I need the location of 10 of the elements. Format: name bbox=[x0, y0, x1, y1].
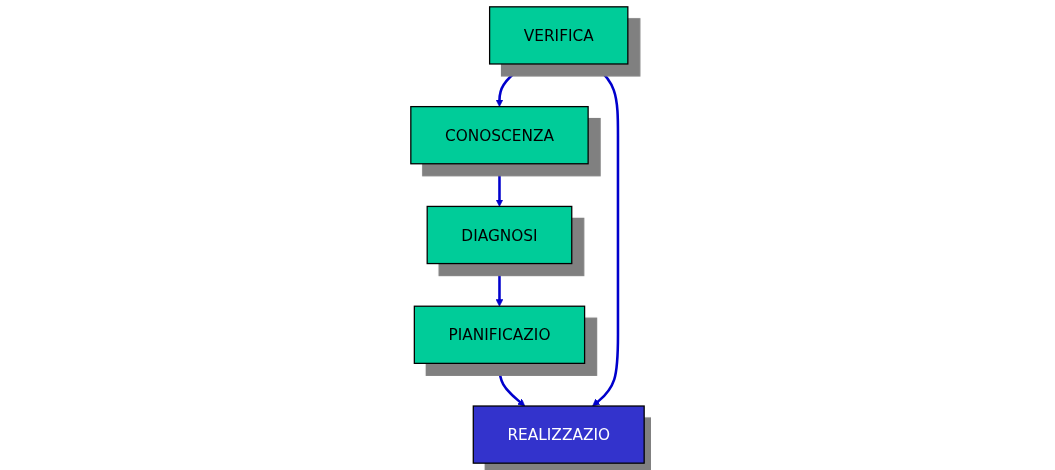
arrow bbox=[495, 163, 504, 207]
node-box: VERIFICA bbox=[488, 6, 629, 65]
node-box: CONOSCENZA bbox=[410, 106, 589, 165]
arrow bbox=[498, 363, 526, 407]
node-box: PIANIFICAZIO bbox=[413, 305, 586, 364]
node-box: REALIZZAZIO bbox=[472, 405, 645, 464]
node-box: DIAGNOSI bbox=[426, 205, 573, 265]
arrow bbox=[495, 263, 504, 307]
arrow bbox=[591, 63, 620, 407]
arrow bbox=[495, 63, 526, 107]
